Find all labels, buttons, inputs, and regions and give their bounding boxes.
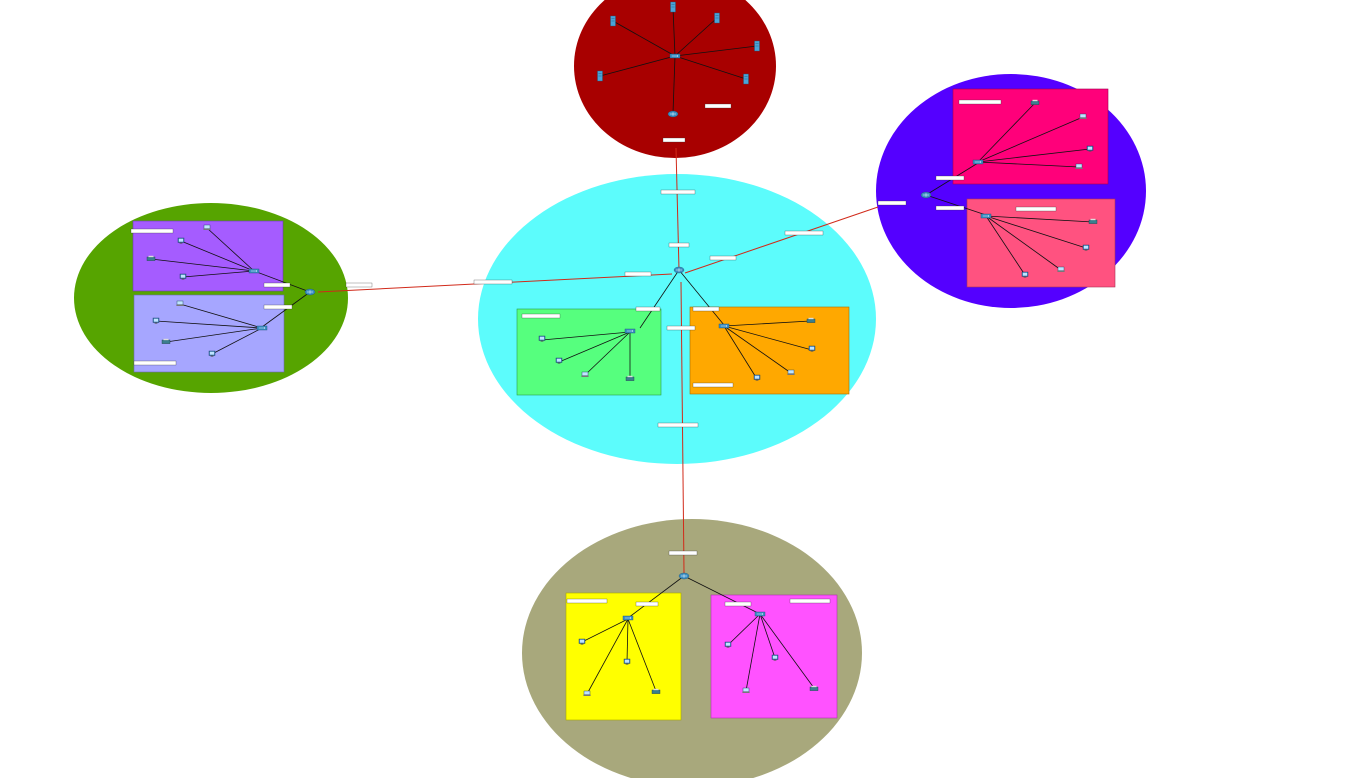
switch-icon[interactable]	[754, 611, 766, 617]
area-lavender	[133, 294, 285, 373]
server-icon[interactable]	[743, 73, 749, 85]
switch-icon[interactable]	[980, 213, 992, 219]
laptop-icon[interactable]	[1056, 266, 1066, 273]
switch-icon[interactable]	[248, 268, 260, 274]
server-icon[interactable]	[670, 1, 676, 13]
switch-icon[interactable]	[624, 328, 636, 334]
server-icon[interactable]	[610, 15, 616, 27]
label-tags	[130, 99, 1057, 607]
server-icon[interactable]	[714, 12, 720, 24]
area-lightgreen	[516, 308, 662, 396]
area-pink	[966, 198, 1116, 288]
server-zone	[574, 0, 776, 158]
router-icon[interactable]	[304, 288, 316, 296]
area-yellow	[565, 592, 682, 721]
router-icon[interactable]	[678, 572, 690, 580]
laptop-icon[interactable]	[786, 369, 796, 376]
laptop-icon[interactable]	[1078, 113, 1088, 120]
router-icon[interactable]	[667, 110, 679, 118]
laptop-icon[interactable]	[175, 300, 185, 307]
server-icon[interactable]	[754, 40, 760, 52]
laptop-icon[interactable]	[580, 371, 590, 378]
area-orange	[689, 306, 850, 395]
laptop-icon[interactable]	[1074, 163, 1084, 170]
server-icon[interactable]	[597, 70, 603, 82]
router-icon[interactable]	[920, 191, 932, 199]
local-cables	[150, 7, 1094, 695]
switch-icon[interactable]	[972, 159, 984, 165]
laptop-icon[interactable]	[741, 687, 751, 694]
switch-icon[interactable]	[256, 325, 268, 331]
router-icon[interactable]	[673, 266, 685, 274]
laptop-icon[interactable]	[202, 224, 212, 231]
switch-icon[interactable]	[622, 615, 634, 621]
switch-icon[interactable]	[669, 53, 681, 59]
switch-icon[interactable]	[718, 323, 730, 329]
laptop-icon[interactable]	[582, 690, 592, 697]
